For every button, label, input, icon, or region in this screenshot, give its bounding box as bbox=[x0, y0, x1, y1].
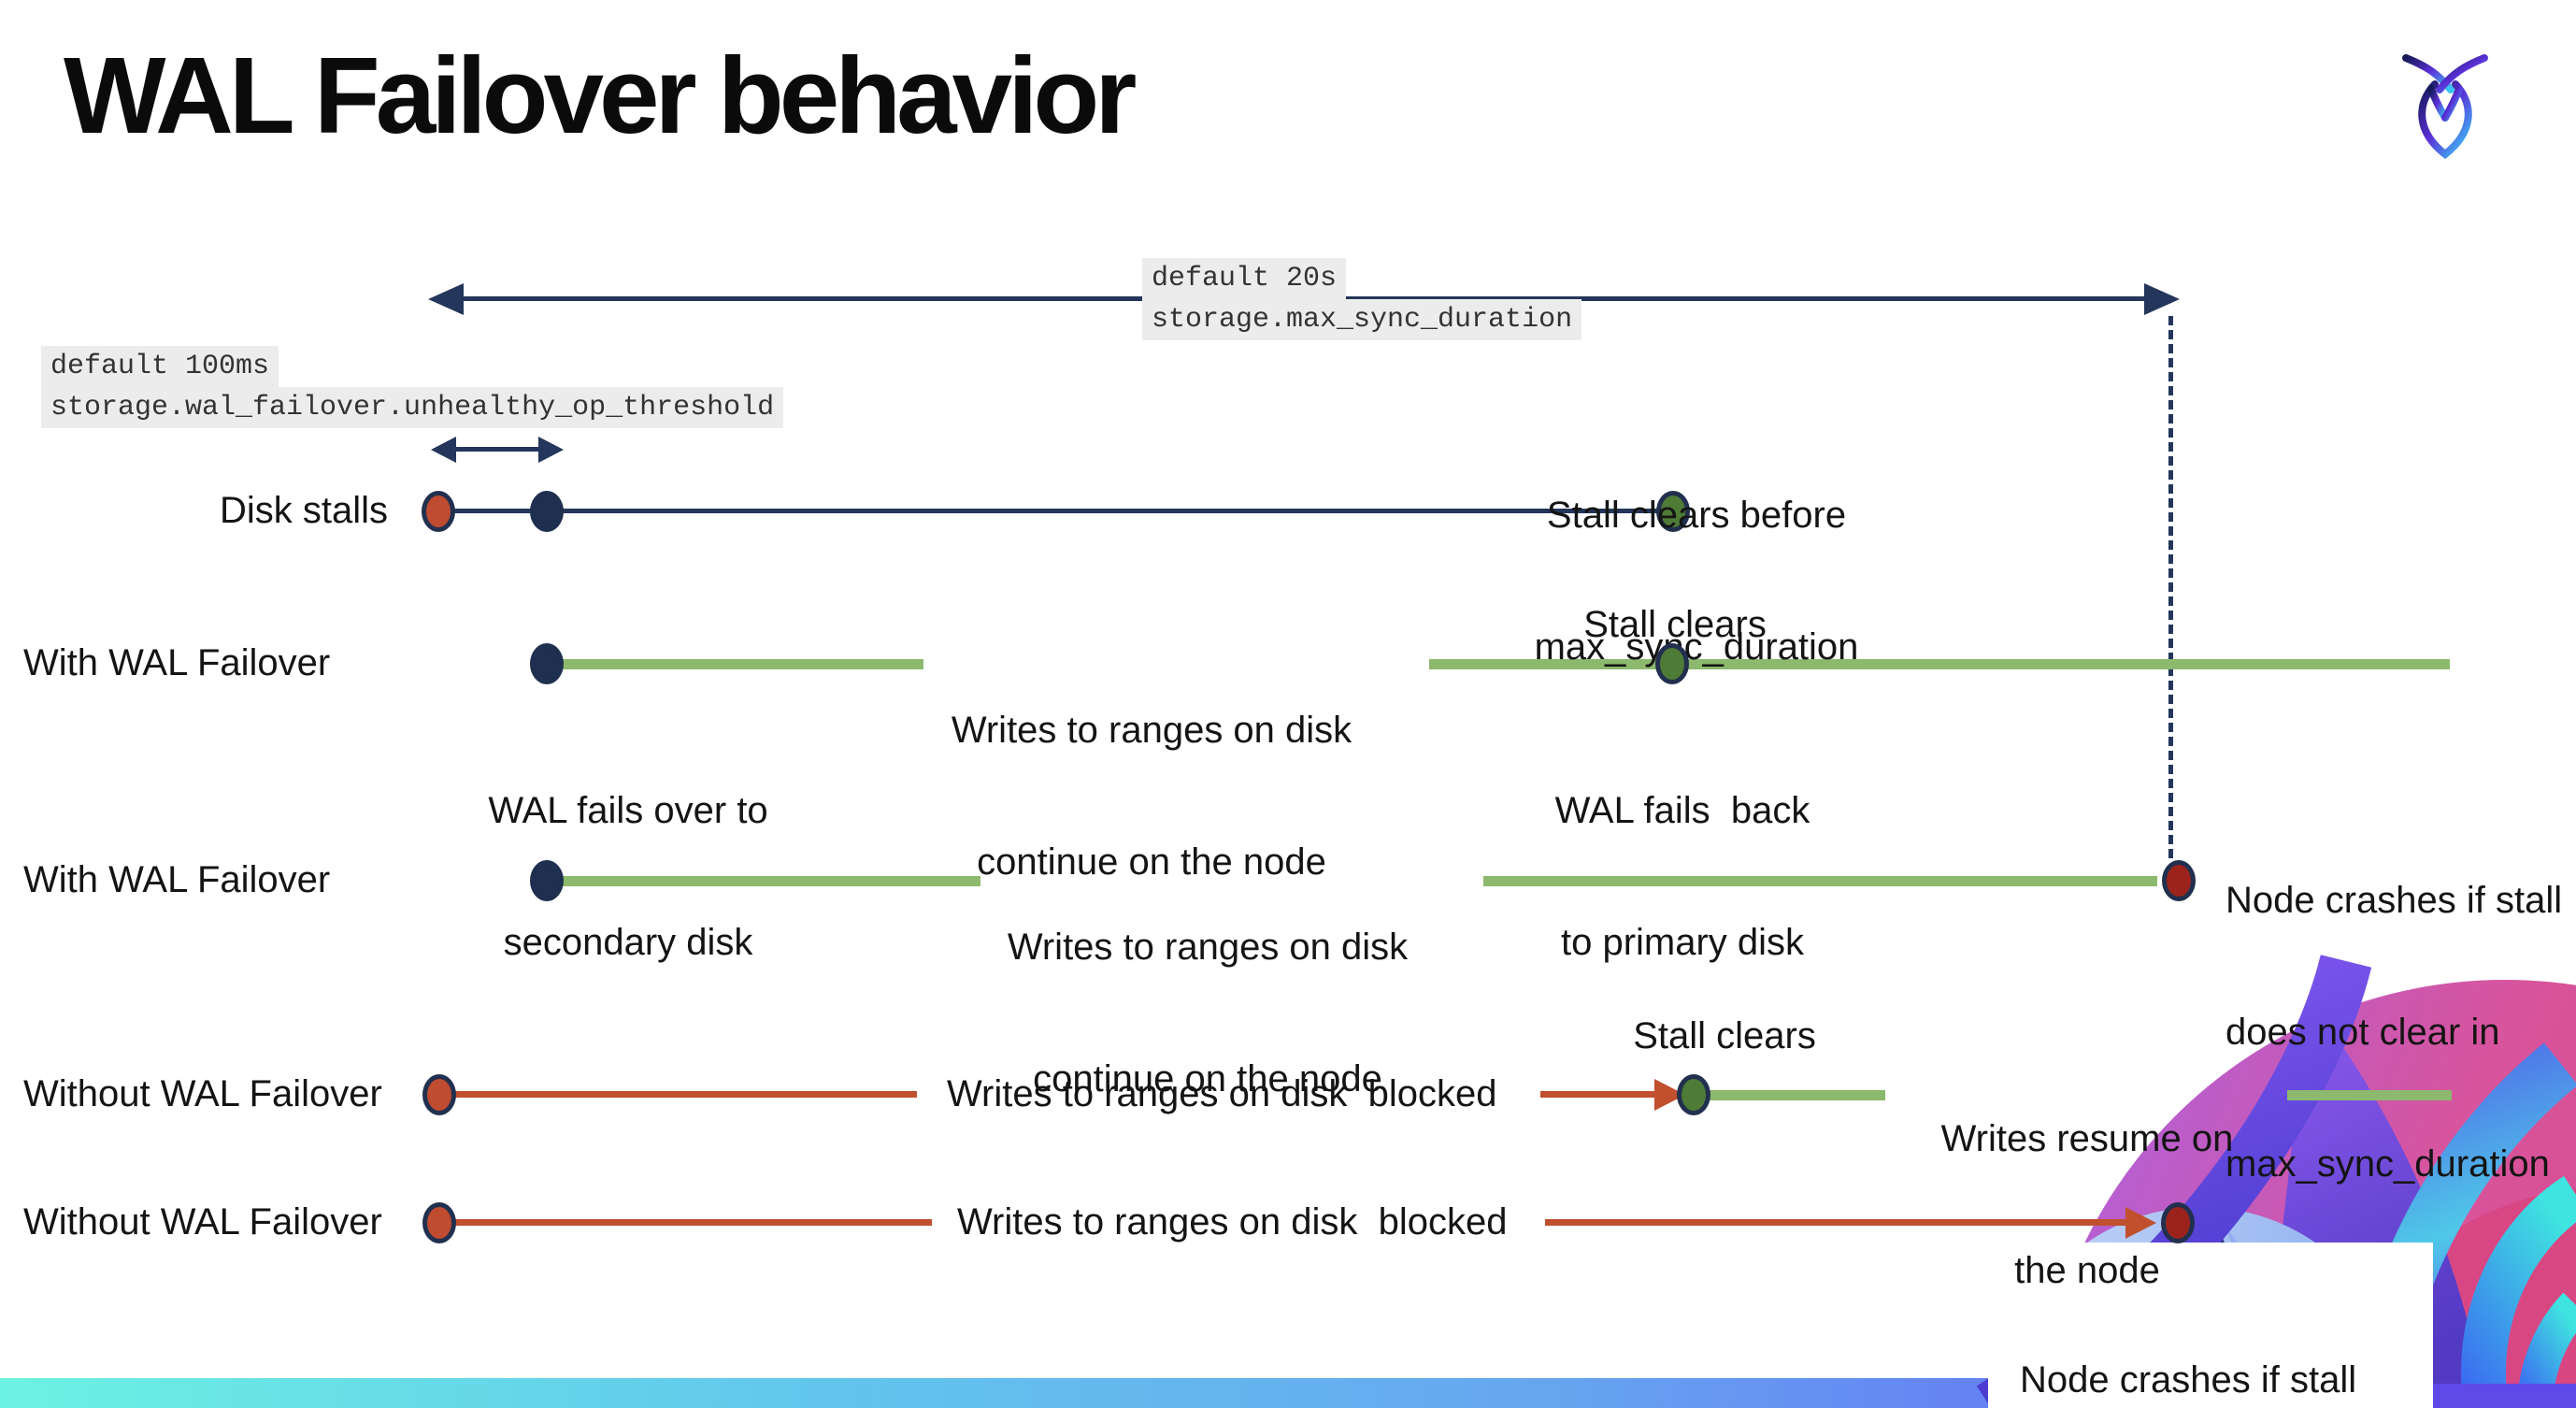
stall-start-dot bbox=[422, 1202, 456, 1243]
caption-line: max_sync_duration bbox=[1534, 626, 1859, 668]
caption-line: WAL fails over to bbox=[488, 790, 768, 831]
writes-blocked-line bbox=[1540, 1091, 1660, 1098]
fails-over-caption: WAL fails over to secondary disk bbox=[488, 701, 767, 1053]
row-label-without-wal-failover: Without WAL Failover bbox=[23, 1201, 382, 1243]
max-sync-dashed-line bbox=[2168, 316, 2173, 858]
arrowhead-left-icon bbox=[431, 437, 456, 463]
timeline-disk-stalls bbox=[438, 509, 1673, 513]
writes-resume-line bbox=[1709, 1090, 1885, 1100]
max-sync-default-label: default 20s bbox=[1142, 258, 1347, 299]
node-crashes-callout-box: Node crashes if stall does not clear in … bbox=[1988, 1243, 2433, 1408]
fails-back-caption: WAL fails back to primary disk bbox=[1555, 701, 1810, 1053]
arrowhead-right-icon bbox=[2144, 283, 2180, 315]
caption-line: Stall clears before bbox=[1546, 495, 1847, 536]
cockroachdb-logo-icon bbox=[2402, 54, 2488, 160]
caption-line: continue on the node bbox=[1033, 1058, 1382, 1099]
writes-continue-line bbox=[559, 876, 980, 886]
arrowhead-right-icon bbox=[2125, 1207, 2156, 1239]
writes-blocked-caption: Writes to ranges on disk blocked bbox=[957, 1201, 1508, 1243]
writes-blocked-caption: Writes to ranges on disk blocked bbox=[947, 1073, 1497, 1114]
node-crashes-caption: Node crashes if stall does not clear in … bbox=[2225, 791, 2562, 1274]
caption-line: Writes to ranges on disk bbox=[1007, 927, 1409, 968]
caption-line: Writes to ranges on disk bbox=[951, 710, 1352, 751]
caption-line: Node crashes if stall bbox=[2225, 880, 2563, 921]
caption-line: to primary disk bbox=[1560, 922, 1805, 963]
row-label-without-wal-failover: Without WAL Failover bbox=[23, 1073, 382, 1114]
stall-start-dot bbox=[422, 1074, 456, 1115]
row-label-with-wal-failover: With WAL Failover bbox=[23, 859, 331, 900]
node-crash-dot bbox=[2161, 1202, 2195, 1243]
max-sync-setting-label: storage.max_sync_duration bbox=[1142, 299, 1582, 340]
writes-continue-caption: Writes to ranges on disk continue on the… bbox=[1008, 838, 1408, 1189]
writes-blocked-line bbox=[1545, 1219, 2129, 1226]
caption-line: secondary disk bbox=[503, 922, 753, 963]
stall-clears-dot bbox=[1677, 1074, 1710, 1115]
node-crashes-caption: Node crashes if stall does not clear in … bbox=[2020, 1271, 2356, 1408]
threshold-default-label: default 100ms bbox=[41, 346, 279, 387]
row-label-disk-stalls: Disk stalls bbox=[219, 490, 388, 531]
caption-line: Writes resume on bbox=[1940, 1118, 2234, 1159]
writes-continue-line bbox=[1483, 876, 2157, 886]
caption-line: does not clear in bbox=[2225, 1012, 2500, 1053]
threshold-setting-label: storage.wal_failover.unhealthy_op_thresh… bbox=[41, 387, 784, 428]
caption-line: WAL fails back bbox=[1554, 790, 1810, 831]
writes-continue-line bbox=[559, 659, 923, 669]
stall-start-dot bbox=[422, 491, 455, 532]
arrowhead-left-icon bbox=[428, 283, 464, 315]
failover-dot bbox=[530, 643, 564, 684]
stall-clears-dot bbox=[1656, 491, 1690, 532]
failover-threshold-dot bbox=[530, 491, 564, 532]
writes-blocked-line bbox=[454, 1091, 917, 1098]
stall-clears-caption: Stall clears bbox=[1583, 604, 1767, 645]
writes-blocked-line bbox=[454, 1219, 932, 1226]
failover-dot bbox=[530, 860, 564, 901]
writes-resume-caption: Writes resume on the node bbox=[1941, 1029, 2234, 1381]
writes-resume-line bbox=[2287, 1090, 2452, 1100]
caption-line: Node crashes if stall bbox=[2020, 1359, 2357, 1401]
stall-clears-caption: Stall clears bbox=[1633, 1015, 1816, 1056]
writes-continue-line bbox=[1429, 659, 2450, 669]
caption-line: the node bbox=[2014, 1250, 2160, 1291]
arrowhead-right-icon bbox=[538, 437, 564, 463]
page-title: WAL Failover behavior bbox=[64, 35, 1137, 156]
stall-clears-dot bbox=[1655, 643, 1689, 684]
caption-line: max_sync_duration bbox=[2225, 1143, 2550, 1185]
threshold-ruler-line bbox=[451, 447, 541, 452]
row-label-with-wal-failover: With WAL Failover bbox=[23, 642, 331, 683]
caption-line: continue on the node bbox=[977, 841, 1326, 883]
writes-continue-caption: Writes to ranges on disk continue on the… bbox=[952, 621, 1352, 972]
node-crash-dot bbox=[2162, 860, 2196, 901]
stall-clears-before-caption: Stall clears before max_sync_duration bbox=[1535, 406, 1859, 757]
